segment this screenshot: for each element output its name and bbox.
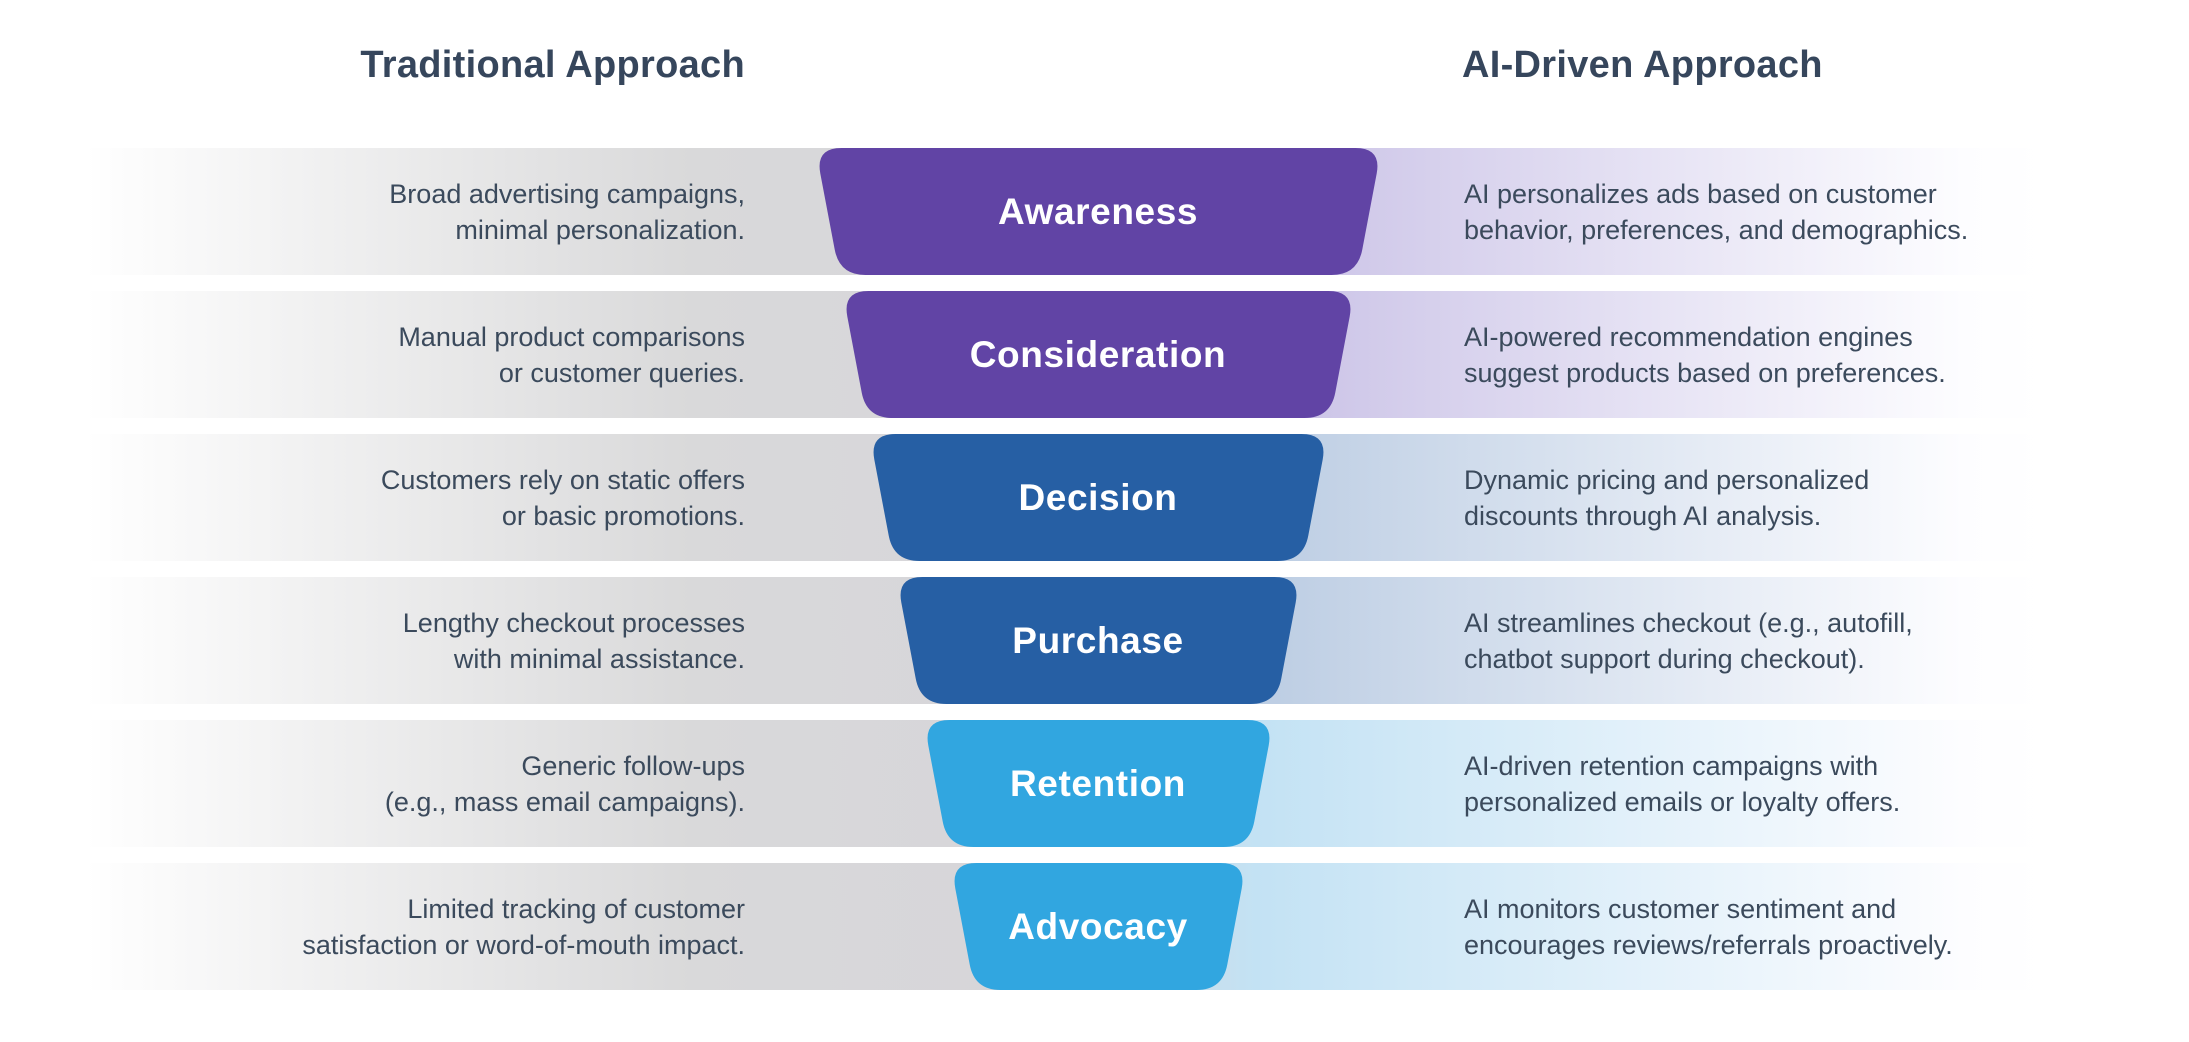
traditional-text: Customers rely on static offers or basic…: [380, 464, 745, 531]
funnel-stage-shape: [819, 148, 1378, 275]
ai-text: AI monitors customer sentiment and encou…: [1464, 893, 1953, 960]
funnel-row: Lengthy checkout processes with minimal …: [0, 577, 2189, 704]
traditional-text: Manual product comparisons or customer q…: [398, 321, 745, 388]
ai-text: AI personalizes ads based on customer be…: [1464, 178, 1969, 245]
ai-text: AI-driven retention campaigns with perso…: [1464, 750, 1901, 817]
traditional-text: Broad advertising campaigns, minimal per…: [389, 178, 745, 245]
funnel-stage-label: Decision: [1018, 476, 1178, 518]
funnel-stage-label: Retention: [1009, 762, 1186, 804]
traditional-text: Generic follow-ups (e.g., mass email cam…: [384, 750, 745, 817]
traditional-text: Limited tracking of customer satisfactio…: [302, 893, 745, 960]
traditional-approach-header: Traditional Approach: [360, 44, 745, 86]
funnel-stage-label: Purchase: [1012, 619, 1184, 661]
funnel-stage-shape: [900, 577, 1297, 704]
funnel-stage-shape: [954, 863, 1243, 990]
funnel-row: Generic follow-ups (e.g., mass email cam…: [0, 720, 2189, 847]
funnel-row: Manual product comparisons or customer q…: [0, 291, 2189, 418]
funnel-stage-shape: [873, 434, 1324, 561]
funnel-stage-label: Awareness: [997, 190, 1199, 232]
funnel-stage-label: Advocacy: [1008, 905, 1188, 947]
funnel-row: Customers rely on static offers or basic…: [0, 434, 2189, 561]
funnel-stage-shape: [846, 291, 1351, 418]
funnel-stage-label: Consideration: [969, 333, 1227, 375]
ai-driven-approach-header: AI-Driven Approach: [1462, 44, 1823, 86]
ai-text: AI-powered recommendation engines sugges…: [1464, 321, 1946, 388]
funnel-row: Limited tracking of customer satisfactio…: [0, 863, 2189, 990]
funnel-row: Broad advertising campaigns, minimal per…: [0, 148, 2189, 275]
traditional-text: Lengthy checkout processes with minimal …: [402, 607, 745, 674]
ai-text: Dynamic pricing and personalized discoun…: [1464, 464, 1870, 531]
funnel-stage-shape: [927, 720, 1270, 847]
ai-text: AI streamlines checkout (e.g., autofill,…: [1464, 607, 1913, 674]
